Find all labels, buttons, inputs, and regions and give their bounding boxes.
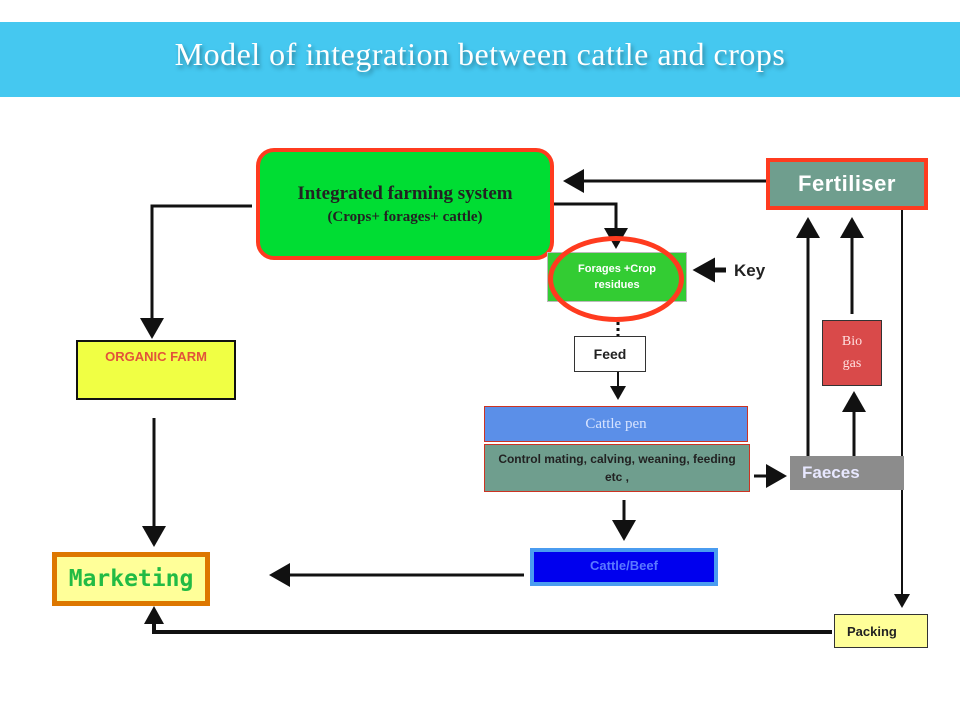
- cattle-beef-node: Cattle/Beef: [530, 548, 718, 586]
- arrow-to-organic-farm: [140, 204, 252, 339]
- marketing-node: Marketing: [52, 552, 210, 606]
- biogas-node: Bio gas: [822, 320, 882, 386]
- integrated-subtitle: (Crops+ forages+ cattle): [327, 208, 483, 225]
- cattle-pen-node: Cattle pen: [484, 406, 748, 442]
- biogas-label-1: Bio: [841, 334, 863, 349]
- organic-farm-node: ORGANIC FARM: [76, 340, 236, 400]
- key-label: Key: [734, 261, 766, 280]
- arrow-to-forages: [554, 202, 628, 249]
- integrated-title: Integrated farming system: [297, 182, 513, 204]
- faeces-node: Faeces: [790, 456, 904, 490]
- biogas-label-2: gas: [842, 356, 862, 371]
- packing-node: Packing: [834, 614, 928, 648]
- integrated-farming-system-node: Integrated farming system (Crops+ forage…: [256, 148, 554, 260]
- highlight-ellipse: [548, 236, 684, 322]
- page-title: Model of integration between cattle and …: [174, 36, 786, 72]
- control-node: Control mating, calving, weaning, feedin…: [484, 444, 750, 492]
- fertiliser-node: Fertiliser: [766, 158, 928, 210]
- title-banner: [0, 22, 960, 97]
- arrow-packing-to-marketing: [144, 606, 832, 634]
- feed-node: Feed: [574, 336, 646, 372]
